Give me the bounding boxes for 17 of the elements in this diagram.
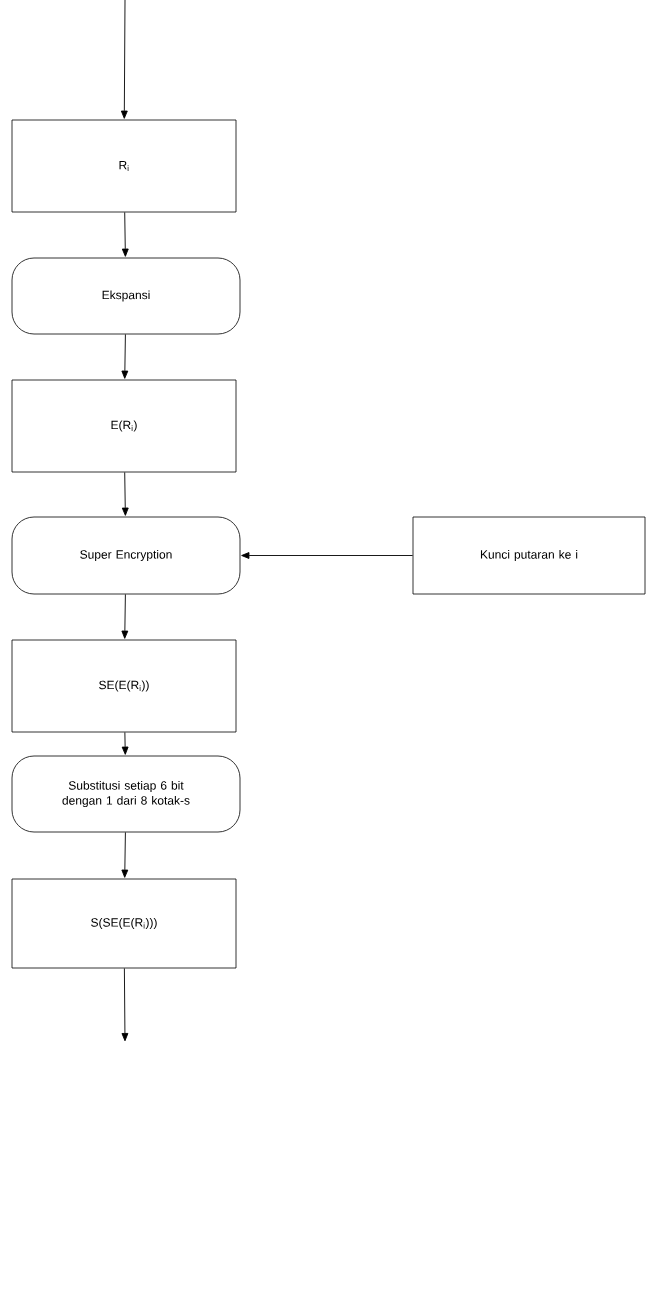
arrow: [120, 0, 128, 119]
process-box: Kunci putaran ke i: [412, 516, 646, 595]
process-terminal: Super Encryption: [11, 516, 241, 595]
arrow: [121, 967, 129, 1042]
process-box: E(R$_{i}$): [11, 379, 237, 473]
arrow: [121, 471, 129, 516]
process-box: R$_{i}$: [11, 119, 237, 213]
arrow: [121, 831, 129, 878]
arrow: [241, 552, 414, 559]
process-terminal: Substitusi setiap 6 bit dengan 1 dari 8 kotak-s: [11, 755, 241, 833]
arrow: [121, 593, 129, 639]
process-box: S(SE(E(R$_{i}$))): [11, 878, 237, 969]
process-terminal: Ekspansi: [11, 257, 241, 335]
arrow: [121, 211, 129, 257]
arrow: [121, 731, 129, 755]
arrow: [121, 333, 129, 379]
process-box: SE(E(R$_{i}$)): [11, 639, 237, 733]
